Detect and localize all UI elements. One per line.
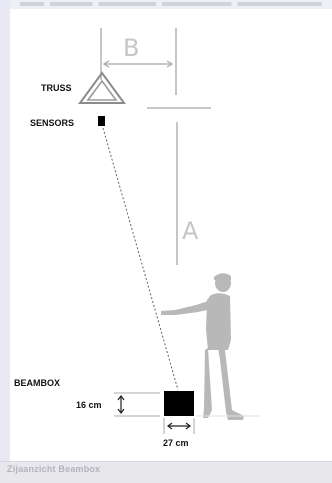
- dimension-b-arrowhead-left: [102, 60, 110, 68]
- truss-label: TRUSS: [41, 83, 72, 93]
- beambox-label: BEAMBOX: [14, 378, 61, 388]
- dimension-b-label: B: [123, 34, 140, 62]
- dimension-a-label: A: [182, 217, 199, 245]
- beam-line: [102, 127, 179, 391]
- width-label: 27 cm: [163, 438, 189, 448]
- diagram-panel: [10, 9, 332, 461]
- caption-bar: [0, 461, 332, 483]
- sensors-label: SENSORS: [30, 118, 75, 128]
- truss-icon: [78, 71, 126, 104]
- height-label: 16 cm: [76, 400, 102, 410]
- header-strip: [10, 0, 332, 9]
- figure-caption: Zijaanzicht Beambox: [7, 464, 101, 474]
- beambox-icon: [164, 391, 194, 416]
- dimension-b-arrowhead-right: [166, 60, 174, 68]
- sensor-icon: [98, 116, 105, 126]
- person-silhouette: [161, 273, 244, 420]
